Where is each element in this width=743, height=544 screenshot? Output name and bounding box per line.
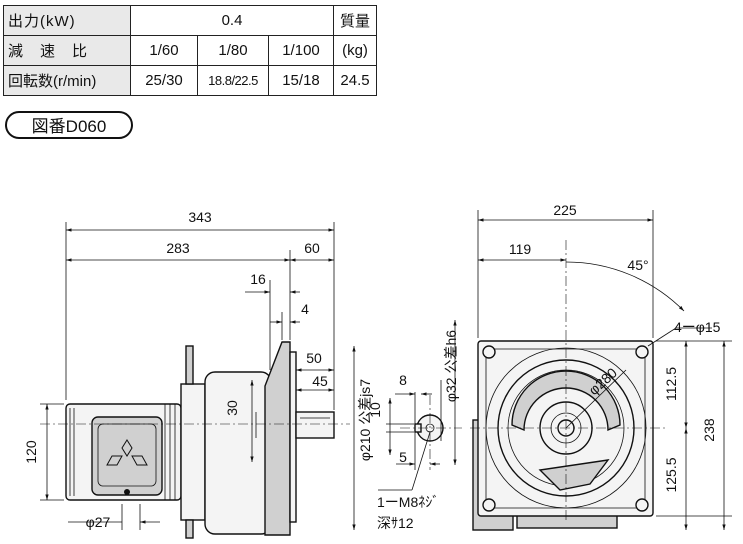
dim-shaft-section: 60 bbox=[304, 240, 320, 256]
spec-row-output: 出力(kW) 0.4 質量 bbox=[3, 5, 377, 36]
tap-note: 1ーM8ﾈｼﾞ bbox=[377, 494, 439, 510]
dim-key-offset-5: 5 bbox=[399, 449, 407, 465]
ratio-label: 減 速 比 bbox=[3, 35, 131, 66]
mass-unit: (kg) bbox=[333, 35, 377, 66]
dim-bolt-angle: 45° bbox=[627, 257, 648, 273]
bottom-bracket bbox=[185, 519, 194, 539]
dim-flange-offset: 16 bbox=[250, 271, 266, 287]
ratio-cell: 1/100 bbox=[268, 35, 334, 66]
dim-body-length: 283 bbox=[166, 240, 190, 256]
dim-total-height: 238 bbox=[701, 418, 717, 442]
drawing-number-badge: 図番D060 bbox=[5, 111, 133, 139]
dim-shaft-height: 30 bbox=[224, 400, 240, 416]
drain-screw bbox=[124, 489, 130, 495]
gear-case bbox=[204, 371, 272, 535]
dim-flange-width: 225 bbox=[553, 202, 577, 218]
lower-rib bbox=[538, 459, 610, 491]
output-shaft bbox=[295, 411, 335, 439]
bolt-hole-icon bbox=[482, 345, 649, 512]
mass-label: 質量 bbox=[333, 5, 377, 36]
dim-pilot-dia: φ210 公差js7 bbox=[357, 379, 373, 461]
dim-shaft-length: 50 bbox=[306, 350, 322, 366]
speed-cell: 18.8/22.5 bbox=[197, 65, 269, 96]
dim-upper-height: 112.5 bbox=[663, 367, 679, 401]
adaptor-housing bbox=[180, 383, 206, 521]
side-view: 343 283 60 16 4 50 45 30 120 φ27 φ210 公差… bbox=[23, 209, 373, 539]
speed-label: 回転数(r/min) bbox=[3, 65, 131, 96]
mass-value: 24.5 bbox=[333, 65, 377, 96]
dim-flange-step: 4 bbox=[301, 301, 309, 317]
output-label: 出力(kW) bbox=[3, 5, 131, 36]
output-flange bbox=[264, 341, 291, 536]
front-view: 225 119 45° 4ーφ15 φ280 112.5 125.5 238 bbox=[470, 202, 732, 531]
flange-pilot bbox=[289, 351, 297, 523]
shaft-end-detail: 8 10 5 φ32 公差h6 1ーM8ﾈｼﾞ 深ｻ12 bbox=[367, 320, 462, 531]
spec-table: 出力(kW) 0.4 質量 減 速 比 1/60 1/80 1/100 (kg)… bbox=[3, 5, 377, 96]
output-value: 0.4 bbox=[130, 5, 334, 36]
dim-flange-half: 119 bbox=[509, 241, 532, 257]
mitsubishi-logo-icon bbox=[106, 439, 148, 466]
spec-row-ratio: 減 速 比 1/60 1/80 1/100 (kg) bbox=[3, 35, 377, 66]
dim-overall-length: 343 bbox=[188, 209, 212, 225]
dim-terminal-dia: φ27 bbox=[86, 514, 111, 530]
dim-key-width: 10 bbox=[367, 402, 383, 418]
ratio-cell: 1/80 bbox=[197, 35, 269, 66]
eyebolt-bracket bbox=[185, 345, 194, 385]
dim-motor-height: 120 bbox=[23, 440, 39, 464]
spec-row-speed: 回転数(r/min) 25/30 18.8/22.5 15/18 24.5 bbox=[3, 65, 377, 96]
dim-shaft-dia: φ32 公差h6 bbox=[443, 330, 459, 402]
dim-lower-height: 125.5 bbox=[663, 457, 679, 492]
upper-rib bbox=[511, 370, 621, 432]
dim-holes: 4ーφ15 bbox=[674, 319, 721, 335]
motor-fins bbox=[69, 404, 176, 500]
speed-cell: 15/18 bbox=[268, 65, 334, 96]
dim-key-length: 45 bbox=[312, 373, 328, 389]
dim-key-offset-8: 8 bbox=[399, 372, 407, 388]
speed-cell: 25/30 bbox=[130, 65, 198, 96]
tap-depth: 深ｻ12 bbox=[377, 515, 414, 531]
